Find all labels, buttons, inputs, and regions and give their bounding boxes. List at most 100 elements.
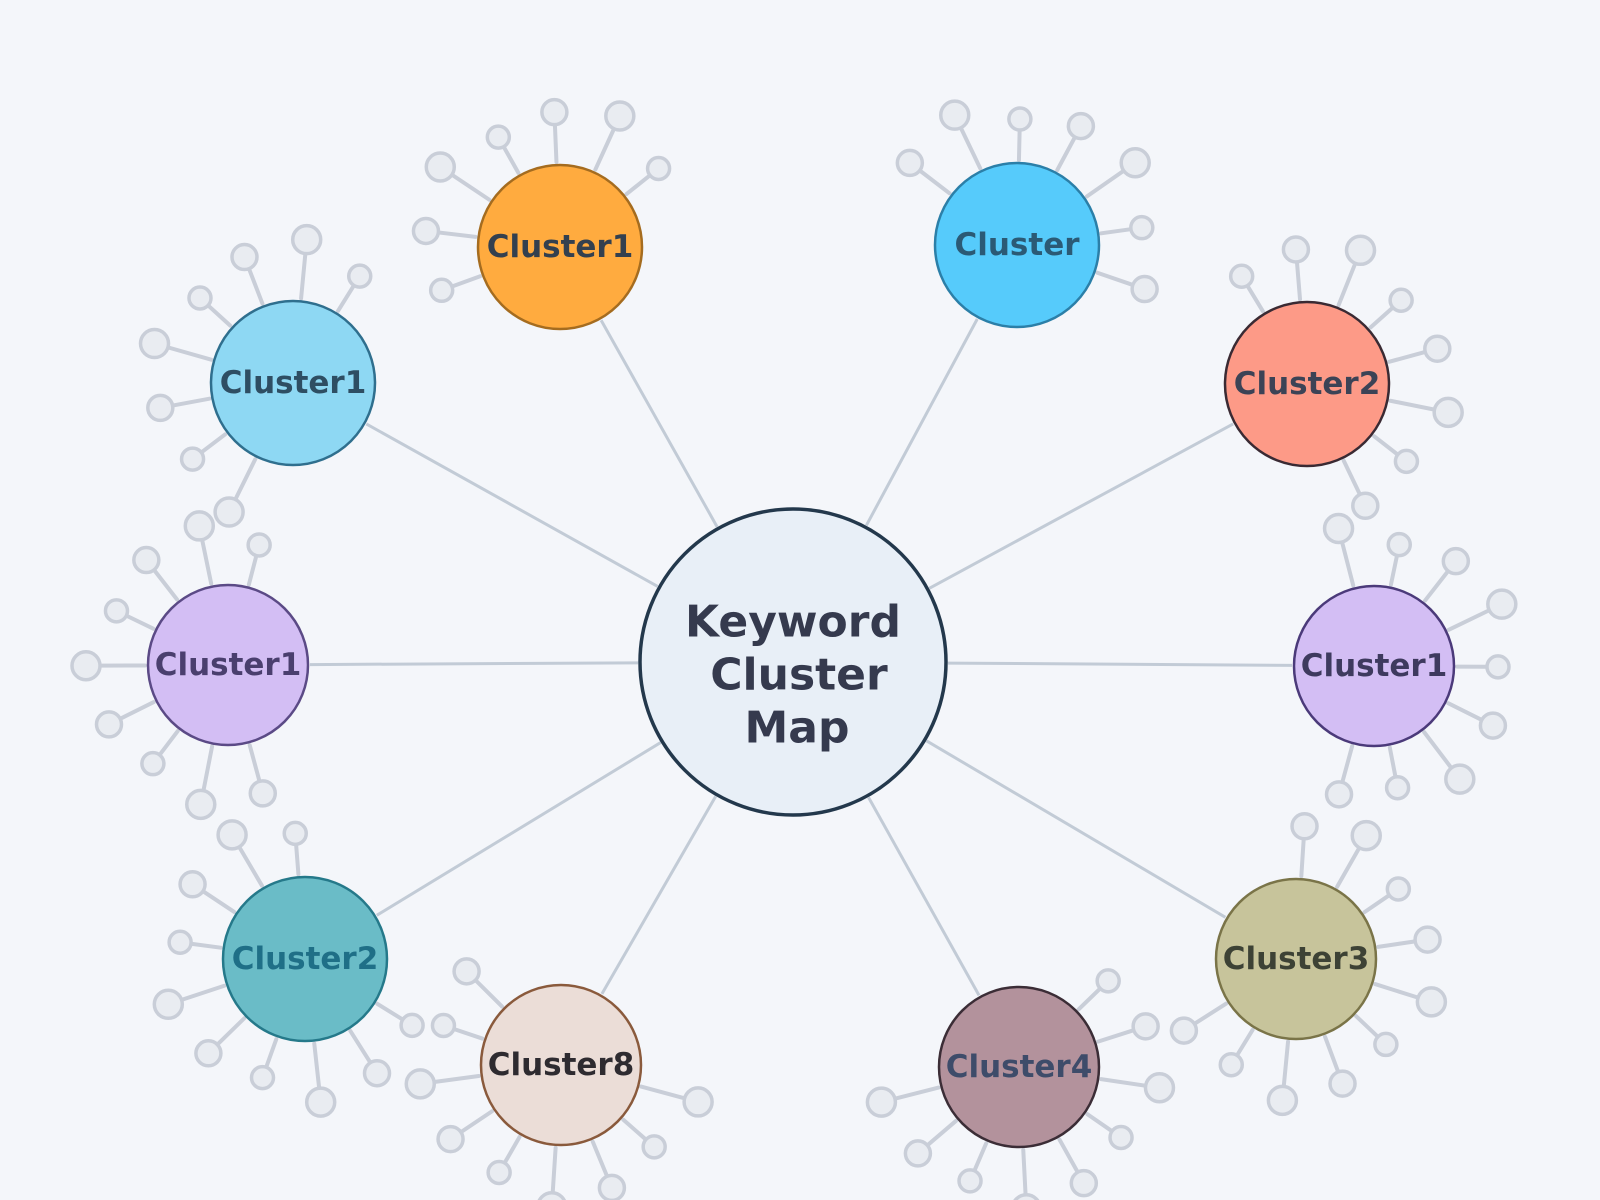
keyword-leaf-stem xyxy=(1099,227,1133,236)
cluster-node-10[interactable]: Cluster4 xyxy=(937,985,1101,1149)
keyword-leaf-stem xyxy=(458,1109,495,1135)
keyword-leaf-stem xyxy=(1388,398,1437,412)
keyword-leaf-stem xyxy=(1340,540,1356,588)
cluster-node-3[interactable]: Cluster1 xyxy=(209,299,377,467)
keyword-leaf-node xyxy=(194,1039,223,1068)
keyword-leaf-node xyxy=(452,957,481,986)
center-node-circle xyxy=(638,507,948,817)
keyword-leaf-node xyxy=(362,1058,392,1088)
keyword-leaf-stem xyxy=(436,230,478,239)
cluster-node-5[interactable]: Cluster1 xyxy=(146,583,310,747)
cluster-node-circle xyxy=(937,985,1101,1149)
keyword-leaf-node xyxy=(1432,396,1464,429)
keyword-leaf-stem xyxy=(1057,1137,1080,1175)
keyword-leaf-node xyxy=(213,496,245,528)
keyword-leaf-node xyxy=(485,124,512,150)
keyword-leaf-stem xyxy=(1281,1039,1291,1089)
keyword-leaf-stem xyxy=(1422,730,1454,770)
keyword-leaf-node xyxy=(865,1086,898,1118)
keyword-leaf-stem xyxy=(1335,845,1362,889)
cluster-edge-2 xyxy=(865,318,979,527)
keyword-leaf-node xyxy=(1423,334,1452,363)
keyword-leaf-node xyxy=(1130,274,1159,304)
center-node[interactable]: Keyword Cluster Map xyxy=(638,507,948,817)
keyword-leaf-stem xyxy=(247,743,262,784)
keyword-leaf-node xyxy=(282,820,308,847)
keyword-leaf-node xyxy=(641,1134,667,1160)
keyword-leaf-node xyxy=(1228,263,1255,290)
cluster-node-circle xyxy=(146,583,310,747)
cluster-edge-6 xyxy=(947,661,1293,667)
keyword-leaf-node xyxy=(1441,546,1471,576)
keyword-leaf-node xyxy=(424,151,457,183)
keyword-leaf-node xyxy=(1131,1012,1160,1041)
keyword-leaf-stem xyxy=(1235,1027,1255,1058)
cluster-node-2[interactable]: Cluster xyxy=(933,161,1101,329)
keyword-leaf-stem xyxy=(299,251,308,301)
keyword-leaf-stem xyxy=(593,126,617,172)
keyword-leaf-node xyxy=(537,1190,567,1200)
keyword-leaf-stem xyxy=(312,1041,322,1091)
keyword-leaf-node xyxy=(597,1173,627,1200)
keyword-leaf-node xyxy=(938,99,971,131)
keyword-leaf-stem xyxy=(639,1084,687,1101)
cluster-node-9[interactable]: Cluster8 xyxy=(479,983,643,1147)
keyword-leaf-stem xyxy=(294,842,301,877)
keyword-leaf-node xyxy=(1108,1124,1134,1151)
cluster-label: Cluster1 xyxy=(1301,648,1448,684)
keyword-leaf-node xyxy=(132,545,161,575)
keyword-leaf-stem xyxy=(200,889,237,914)
cluster-node-4[interactable]: Cluster2 xyxy=(1223,300,1391,468)
keyword-leaf-node xyxy=(1386,531,1413,558)
cluster-label: Cluster4 xyxy=(946,1049,1093,1085)
keyword-leaf-stem xyxy=(925,1118,958,1148)
cluster-node-circle xyxy=(479,983,643,1147)
cluster-node-7[interactable]: Cluster2 xyxy=(221,875,389,1043)
keyword-leaf-stem xyxy=(1085,1112,1114,1134)
cluster-edge-3 xyxy=(365,422,659,588)
keyword-leaf-node xyxy=(1281,235,1311,264)
keyword-leaf-node xyxy=(1485,654,1511,680)
keyword-leaf-node xyxy=(957,1168,983,1194)
keyword-leaf-stem xyxy=(1084,168,1126,199)
cluster-node-6[interactable]: Cluster1 xyxy=(1292,584,1456,748)
keyword-leaf-stem xyxy=(1341,458,1362,497)
keyword-leaf-stem xyxy=(1372,434,1400,457)
cluster-node-circle xyxy=(1214,877,1378,1041)
keyword-leaf-stem xyxy=(450,274,483,289)
keyword-leaf-stem xyxy=(1446,608,1492,632)
keyword-leaf-stem xyxy=(449,172,492,202)
keyword-leaf-stem xyxy=(237,844,264,888)
keyword-leaf-stem xyxy=(157,729,180,757)
cluster-node-1[interactable]: Cluster1 xyxy=(476,163,644,331)
leaf-layer xyxy=(70,97,1518,1200)
keyword-leaf-node xyxy=(152,988,185,1021)
keyword-leaf-node xyxy=(1290,812,1319,841)
cluster-edge-8 xyxy=(925,739,1227,919)
keyword-leaf-node xyxy=(346,263,373,289)
keyword-leaf-stem xyxy=(200,537,214,586)
keyword-leaf-stem xyxy=(199,432,228,455)
cluster-label: Cluster8 xyxy=(488,1047,635,1083)
keyword-leaf-stem xyxy=(1096,1028,1136,1044)
cluster-label: Cluster xyxy=(954,227,1080,263)
keyword-leaf-node xyxy=(1218,1052,1245,1078)
keyword-leaf-stem xyxy=(1354,1014,1380,1039)
keyword-leaf-node xyxy=(1013,1193,1040,1200)
keyword-leaf-stem xyxy=(621,1117,648,1142)
cluster-node-8[interactable]: Cluster3 xyxy=(1214,877,1378,1041)
keyword-leaf-node xyxy=(1344,234,1377,267)
keyword-leaf-stem xyxy=(1192,1001,1229,1026)
keyword-leaf-node xyxy=(183,510,216,542)
keyword-leaf-node xyxy=(411,216,441,246)
keyword-leaf-stem xyxy=(1095,270,1135,287)
keyword-leaf-node xyxy=(682,1086,714,1118)
keyword-leaf-stem xyxy=(1423,569,1451,603)
keyword-leaf-node xyxy=(304,1086,337,1118)
keyword-leaf-node xyxy=(146,393,175,423)
keyword-leaf-node xyxy=(1444,763,1476,795)
cluster-label: Cluster2 xyxy=(1234,366,1381,402)
cluster-node-circle xyxy=(933,161,1101,329)
cluster-edge-10 xyxy=(867,796,981,997)
keyword-leaf-node xyxy=(1415,986,1448,1018)
